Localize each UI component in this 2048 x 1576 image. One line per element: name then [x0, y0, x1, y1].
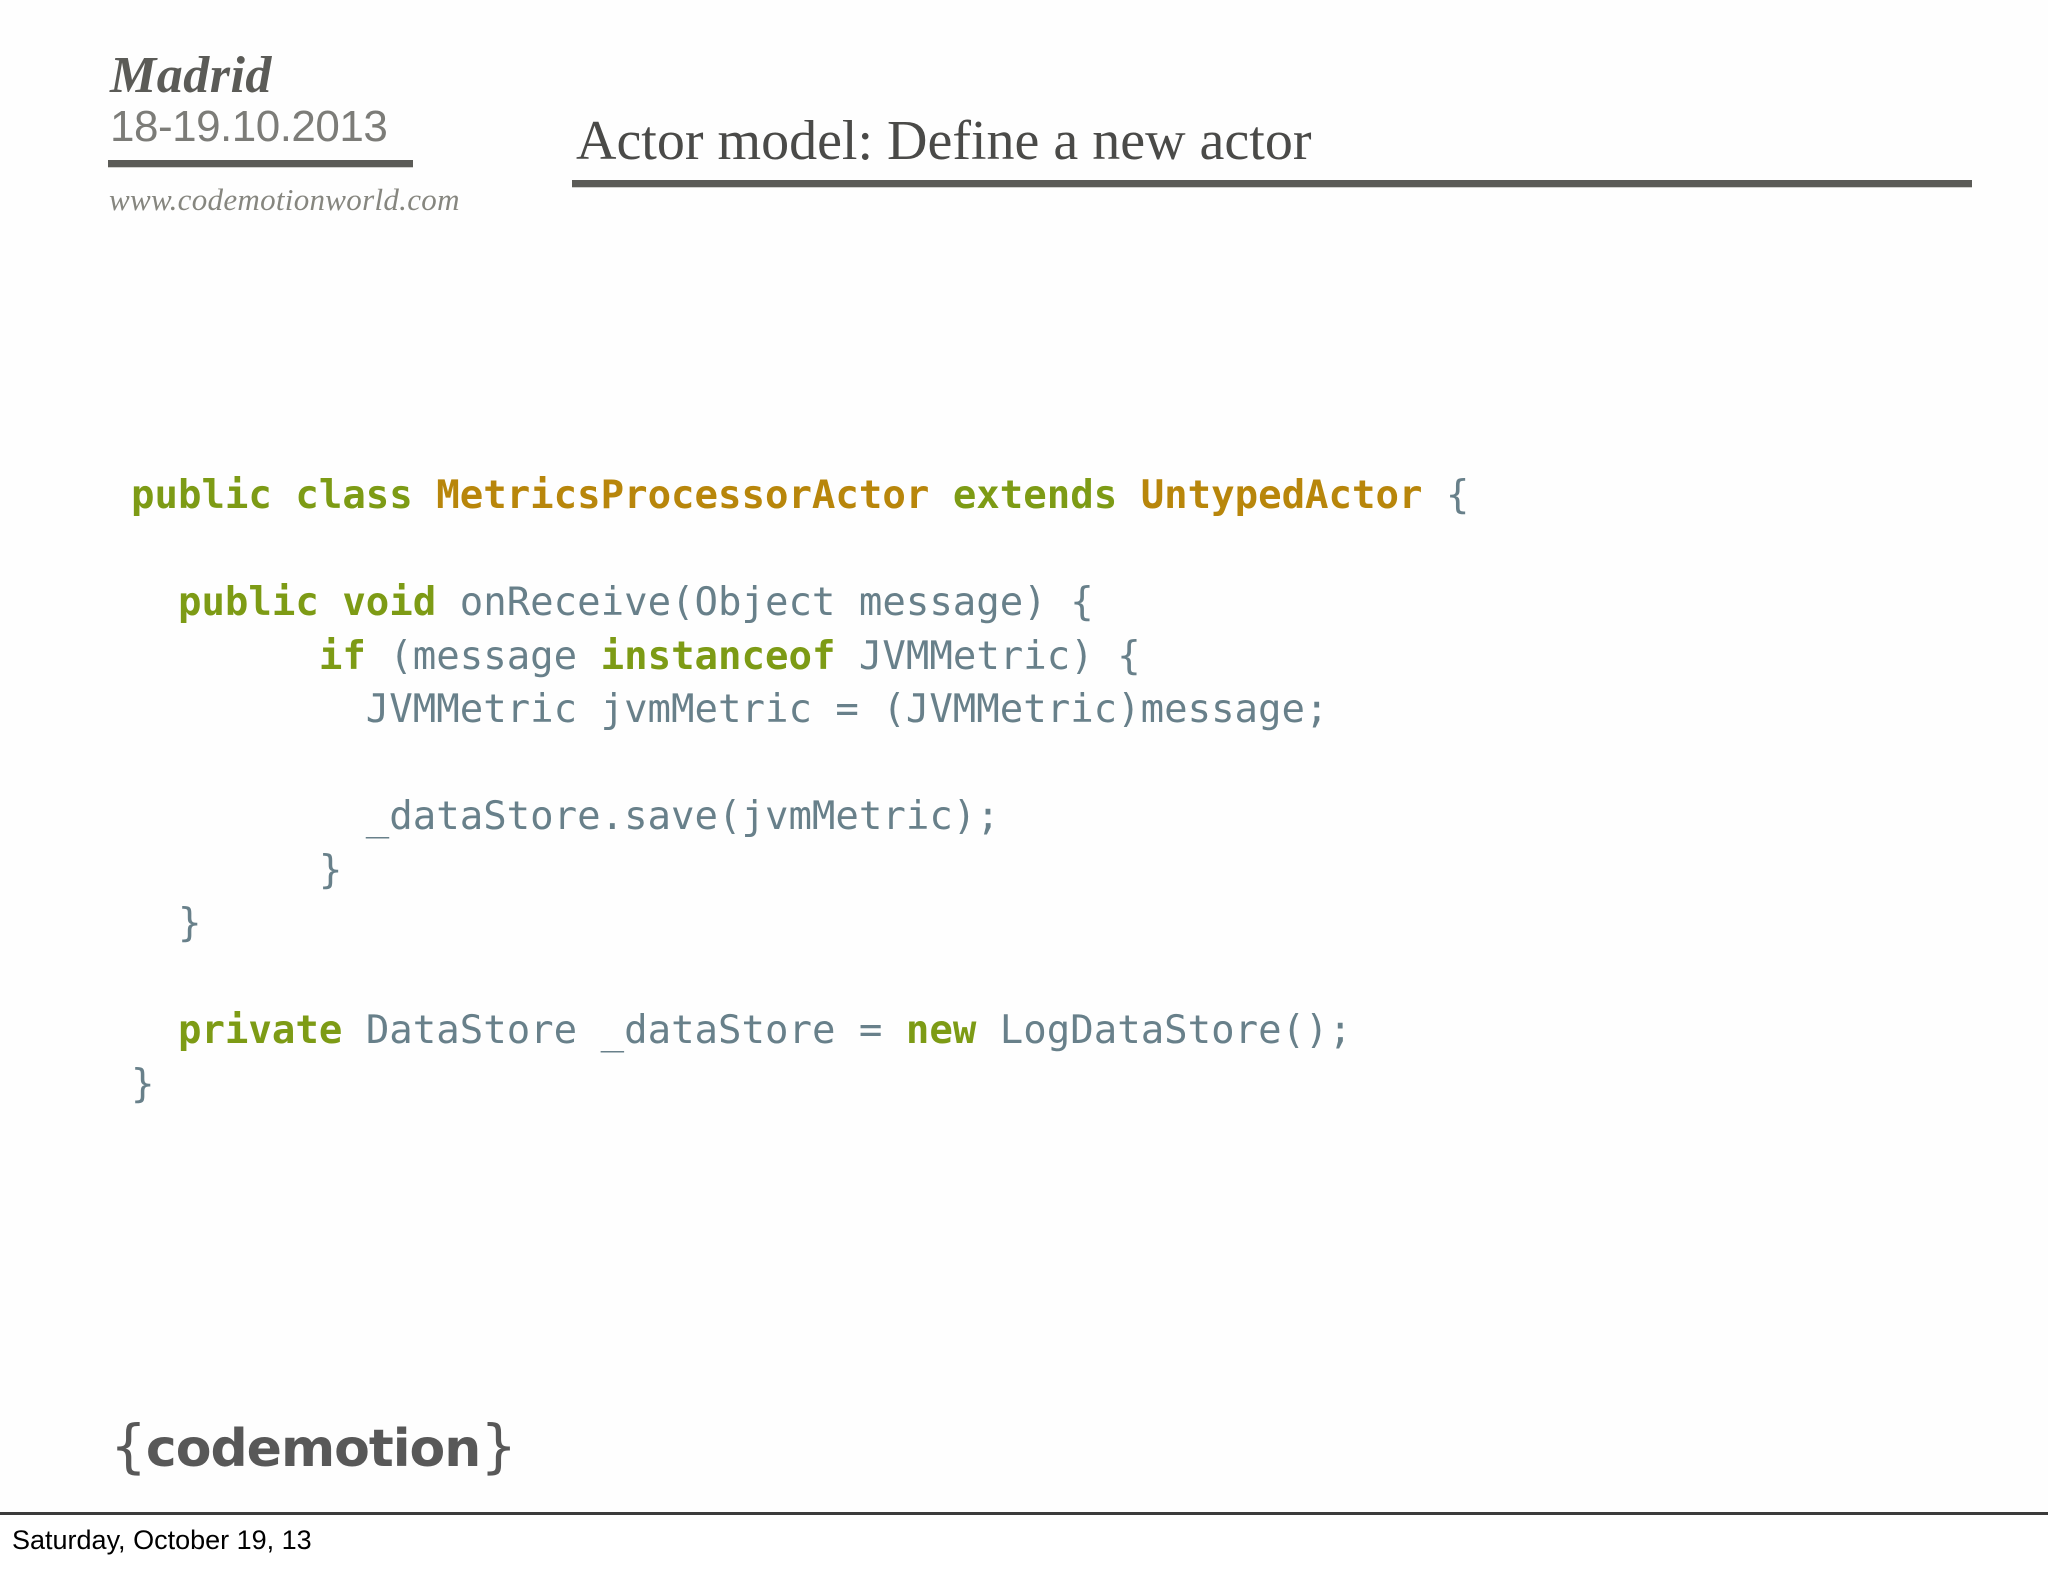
code-line: JVMMetric jvmMetric = (JVMMetric)message… — [131, 683, 1469, 737]
code-line — [131, 951, 1469, 1005]
code-line: _dataStore.save(jvmMetric); — [131, 790, 1469, 844]
code-token — [1117, 473, 1140, 518]
logo-divider-rule — [108, 160, 413, 169]
code-token: } — [131, 901, 202, 946]
code-token: extends — [952, 473, 1118, 518]
code-token: instanceof — [600, 633, 836, 679]
logo-dates-label: 18-19.10.2013 — [110, 102, 388, 151]
code-token: { — [1422, 473, 1470, 518]
code-token: UntypedActor — [1140, 473, 1423, 518]
code-line: if (message instanceof JVMMetric) { — [131, 630, 1469, 684]
code-token: public void — [177, 580, 437, 625]
code-token: JVMMetric) { — [835, 633, 1141, 679]
code-line — [131, 737, 1469, 791]
code-token — [929, 473, 952, 518]
code-token — [131, 634, 319, 679]
codemotion-logo: {codemotion} — [110, 1412, 517, 1480]
slide-header: Actor model: Define a new actor — [572, 112, 1977, 188]
code-token: onReceive(Object message) { — [436, 580, 1094, 625]
logo-close-brace: } — [480, 1412, 517, 1480]
codemotion-madrid-logo: Madrid 18-19.10.2013 www.codemotionworld… — [108, 50, 528, 218]
logo-open-brace: { — [110, 1412, 147, 1480]
footer-date-label: Saturday, October 19, 13 — [12, 1525, 312, 1555]
logo-website-url: www.codemotionworld.com — [109, 182, 460, 218]
code-line: public void onReceive(Object message) { — [131, 576, 1469, 630]
logo-city-label: Madrid — [110, 47, 272, 104]
code-listing: public class MetricsProcessorActor exten… — [131, 469, 1469, 1111]
code-token: } — [131, 847, 343, 893]
logo-wordmark: codemotion — [145, 1419, 481, 1479]
code-token: MetricsProcessorActor — [436, 473, 930, 518]
code-token: (message — [365, 633, 601, 679]
slide-canvas: Madrid 18-19.10.2013 www.codemotionworld… — [108, 49, 1977, 1480]
code-line: } — [131, 844, 1469, 898]
footer-divider — [0, 1512, 2048, 1515]
code-token: if — [318, 633, 366, 679]
code-token — [131, 1008, 178, 1053]
code-token: } — [131, 1061, 155, 1107]
code-line: } — [131, 897, 1469, 951]
code-line: public class MetricsProcessorActor exten… — [131, 469, 1469, 523]
code-token: public class — [131, 473, 437, 518]
code-token: DataStore _dataStore = — [342, 1008, 906, 1053]
code-token: new — [905, 1008, 977, 1053]
page-title: Actor model: Define a new actor — [576, 110, 1312, 172]
code-token: _dataStore.save(jvmMetric); — [131, 794, 1000, 839]
code-token: private — [177, 1008, 343, 1053]
code-token: JVMMetric jvmMetric = (JVMMetric)message… — [131, 687, 1329, 732]
code-line: private DataStore _dataStore = new LogDa… — [131, 1004, 1469, 1058]
code-token — [131, 580, 178, 625]
code-line: } — [131, 1058, 1469, 1112]
code-token: LogDataStore(); — [976, 1008, 1353, 1053]
title-divider-rule — [572, 179, 1972, 188]
code-line — [131, 523, 1469, 577]
